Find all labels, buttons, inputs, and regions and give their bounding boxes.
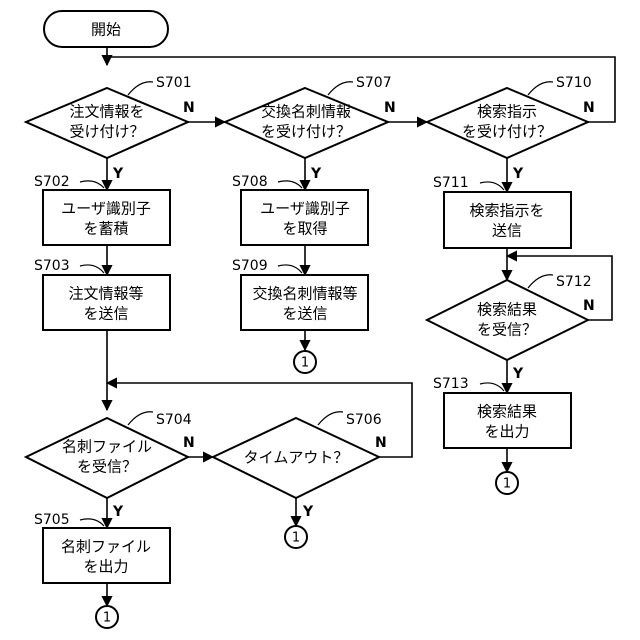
leader-s710: [528, 82, 553, 95]
node-line: 検索結果: [477, 301, 537, 319]
node-line: を送信: [83, 305, 128, 323]
decision-s701: 注文情報を 受け付け？: [26, 88, 188, 158]
node-line: ユーザ識別子: [61, 200, 151, 218]
process-s703: 注文情報等 を送信: [43, 275, 170, 330]
branch-yes-s706: Y: [302, 504, 314, 520]
leader-s713: [480, 383, 504, 391]
step-label-s701: S701: [156, 75, 192, 91]
branch-no-s707: N: [384, 100, 396, 116]
branch-yes-s704: Y: [112, 504, 124, 520]
process-s705: 名刺ファイル を出力: [43, 528, 170, 583]
step-label-s704: S704: [156, 412, 192, 428]
step-label-s707: S707: [356, 75, 392, 91]
branch-yes-s707: Y: [310, 166, 322, 182]
step-label-s705: S705: [34, 512, 70, 528]
decision-s704: 名刺ファイル を受信？: [26, 418, 188, 498]
connector-label: 1: [103, 611, 111, 626]
start-terminal: 開始: [44, 11, 168, 47]
node-line: を送信: [282, 305, 327, 323]
step-label-s702: S702: [34, 174, 70, 190]
decision-s707: 交換名刺情報 を受け付け？: [225, 88, 388, 158]
connector-s705: 1: [96, 606, 118, 628]
node-line: ユーザ識別子: [260, 200, 350, 218]
step-label-s710: S710: [556, 75, 592, 91]
connector-label: 1: [503, 477, 511, 492]
branch-yes-s710: Y: [512, 166, 524, 182]
connector-label: 1: [292, 531, 300, 546]
node-line: タイムアウト？: [244, 449, 349, 467]
decision-s712: 検索結果 を受信？: [427, 280, 588, 360]
connector-label: 1: [301, 356, 309, 371]
node-line: を出力: [484, 423, 529, 441]
branch-no-s710: N: [583, 100, 595, 116]
process-s702: ユーザ識別子 を蓄積: [43, 190, 170, 245]
branch-yes-s712: Y: [512, 366, 524, 382]
leader-s702: [80, 181, 104, 188]
node-line: を受信？: [477, 321, 537, 339]
node-line: を蓄積: [83, 220, 128, 238]
node-line: 検索指示を: [469, 202, 544, 220]
process-s711: 検索指示を 送信: [444, 192, 571, 248]
node-line: を出力: [83, 558, 128, 576]
leader-s704: [128, 412, 153, 425]
decision-s710: 検索指示 を受け付け？: [427, 88, 588, 158]
node-line: を受信？: [77, 458, 137, 476]
branch-yes-s701: Y: [112, 166, 124, 182]
node-line: 注文情報を: [69, 103, 144, 121]
step-label-s712: S712: [556, 274, 592, 290]
leader-s709: [278, 265, 302, 273]
step-label-s711: S711: [433, 175, 469, 191]
node-line: 受け付け？: [69, 123, 144, 141]
node-line: 交換名刺情報等: [252, 285, 357, 303]
step-label-s713: S713: [433, 376, 469, 392]
node-line: 名刺ファイル: [62, 438, 152, 456]
process-s708: ユーザ識別子 を取得: [241, 190, 368, 245]
node-line: 名刺ファイル: [61, 538, 151, 556]
branch-no-s712: N: [583, 298, 595, 314]
connector-s706: 1: [285, 526, 307, 548]
leader-s707: [328, 82, 353, 95]
node-line: 送信: [492, 222, 522, 240]
branch-no-s701: N: [183, 100, 195, 116]
step-label-s706: S706: [346, 412, 382, 428]
leader-s708: [278, 181, 302, 188]
leader-s711: [480, 182, 504, 190]
leader-s701: [128, 82, 153, 95]
decision-s706: タイムアウト？: [213, 418, 379, 498]
branch-no-s704: N: [183, 435, 195, 451]
step-label-s709: S709: [232, 258, 268, 274]
leader-s712: [528, 275, 553, 288]
step-label-s703: S703: [34, 258, 70, 274]
leader-s706: [318, 412, 343, 425]
process-shape: [444, 192, 571, 248]
node-line: 検索指示: [477, 103, 537, 121]
node-line: を受け付け？: [261, 123, 351, 141]
start-label: 開始: [91, 21, 121, 39]
step-label-s708: S708: [232, 174, 268, 190]
leader-s705: [80, 519, 104, 526]
node-line: 注文情報等: [68, 285, 143, 303]
connector-s713: 1: [496, 472, 518, 494]
node-line: 検索結果: [477, 403, 537, 421]
branch-no-s706: N: [375, 435, 387, 451]
process-s709: 交換名刺情報等 を送信: [241, 275, 368, 330]
node-line: を取得: [282, 220, 327, 238]
connector-s709: 1: [294, 351, 316, 373]
leader-s703: [80, 265, 104, 273]
node-line: 交換名刺情報: [261, 103, 351, 121]
process-s713: 検索結果 を出力: [444, 393, 571, 448]
node-line: を受け付け？: [462, 123, 552, 141]
